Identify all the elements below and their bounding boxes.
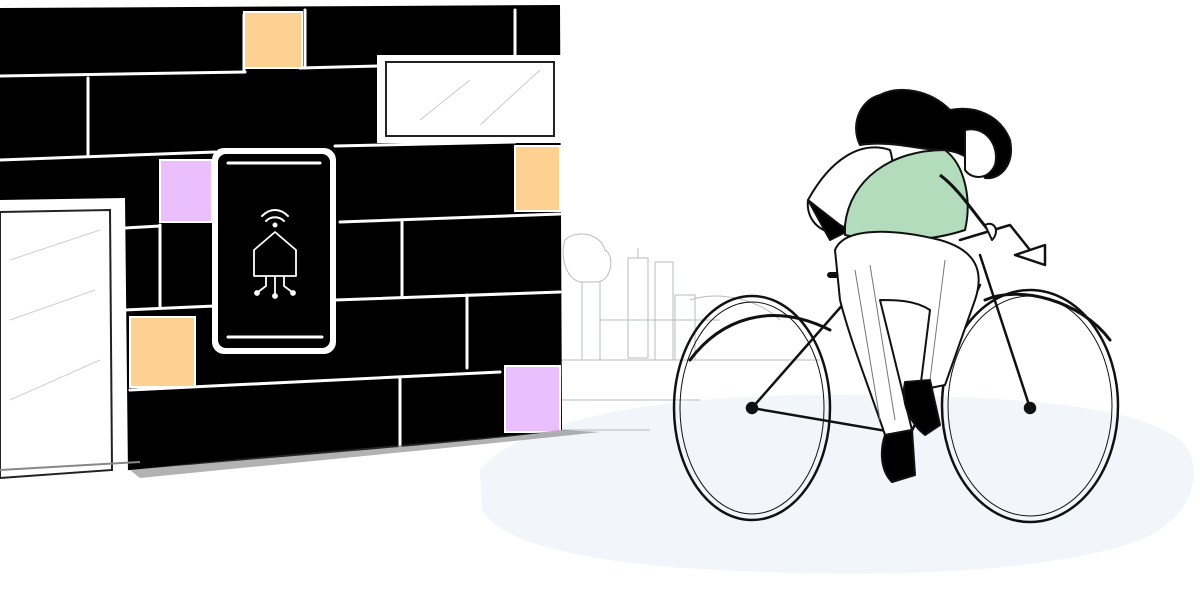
wall-tile-peach <box>243 11 303 69</box>
smart-home-icon <box>253 231 297 299</box>
boot-rear <box>880 429 916 483</box>
ground-shadow <box>480 395 1195 574</box>
bicycle-rear-wheel <box>672 294 832 522</box>
bicycle-front-wheel <box>940 288 1120 524</box>
garage-door <box>0 198 141 485</box>
wall-tile-lilac <box>159 159 213 223</box>
upper-window <box>377 55 561 143</box>
hand <box>984 222 997 241</box>
wifi-icon <box>261 209 289 228</box>
wall-tile-lilac <box>504 365 561 433</box>
wall-tile-peach <box>129 316 196 388</box>
wall-tile-peach <box>514 145 561 212</box>
face <box>964 128 997 178</box>
smart-home-panel <box>212 148 336 354</box>
boot-front <box>902 379 941 436</box>
cyclist-woman <box>806 89 1012 483</box>
